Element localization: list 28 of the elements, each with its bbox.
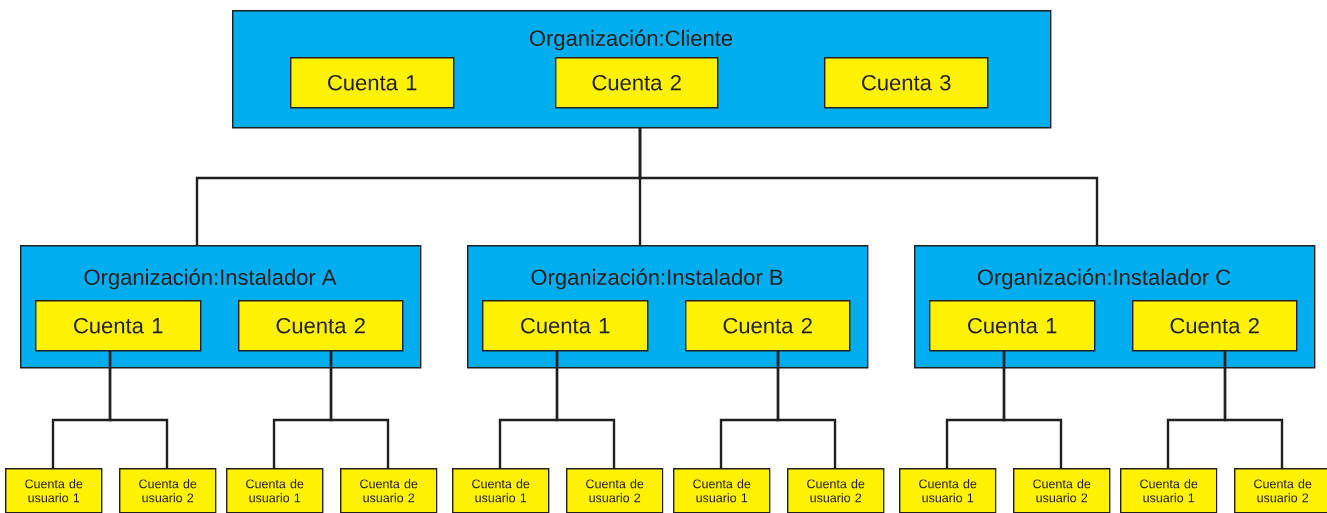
- user-account-box: Cuenta de usuario 2: [566, 468, 664, 513]
- connector-line: [555, 350, 616, 468]
- user-account-box: Cuenta de usuario 2: [1013, 468, 1111, 513]
- user-account-box: Cuenta de usuario 2: [340, 468, 438, 513]
- connector-line: [638, 127, 1099, 245]
- account-box: Cuenta 2: [555, 57, 719, 109]
- user-account-box: Cuenta de usuario 1: [899, 468, 997, 513]
- account-box: Cuenta 3: [824, 57, 989, 109]
- account-box: Cuenta 2: [238, 300, 404, 352]
- user-account-box: Cuenta de usuario 2: [787, 468, 885, 513]
- connector-line: [1223, 350, 1284, 468]
- account-box: Cuenta 1: [35, 300, 202, 352]
- user-account-box: Cuenta de usuario 1: [1120, 468, 1218, 513]
- user-account-box: Cuenta de usuario 1: [226, 468, 324, 513]
- connector-line: [776, 350, 837, 468]
- connector-line: [329, 350, 390, 468]
- user-account-box: Cuenta de usuario 1: [452, 468, 550, 513]
- user-account-box: Cuenta de usuario 2: [1234, 468, 1327, 513]
- user-account-box: Cuenta de usuario 1: [673, 468, 771, 513]
- account-box: Cuenta 2: [1132, 300, 1298, 352]
- account-box: Cuenta 1: [482, 300, 649, 352]
- user-account-box: Cuenta de usuario 2: [119, 468, 217, 513]
- connector-line: [1002, 350, 1063, 468]
- account-box: Cuenta 1: [290, 57, 455, 109]
- account-box: Cuenta 2: [685, 300, 851, 352]
- user-account-box: Cuenta de usuario 1: [5, 468, 103, 513]
- account-box: Cuenta 1: [929, 300, 1096, 352]
- connector-line: [108, 350, 169, 468]
